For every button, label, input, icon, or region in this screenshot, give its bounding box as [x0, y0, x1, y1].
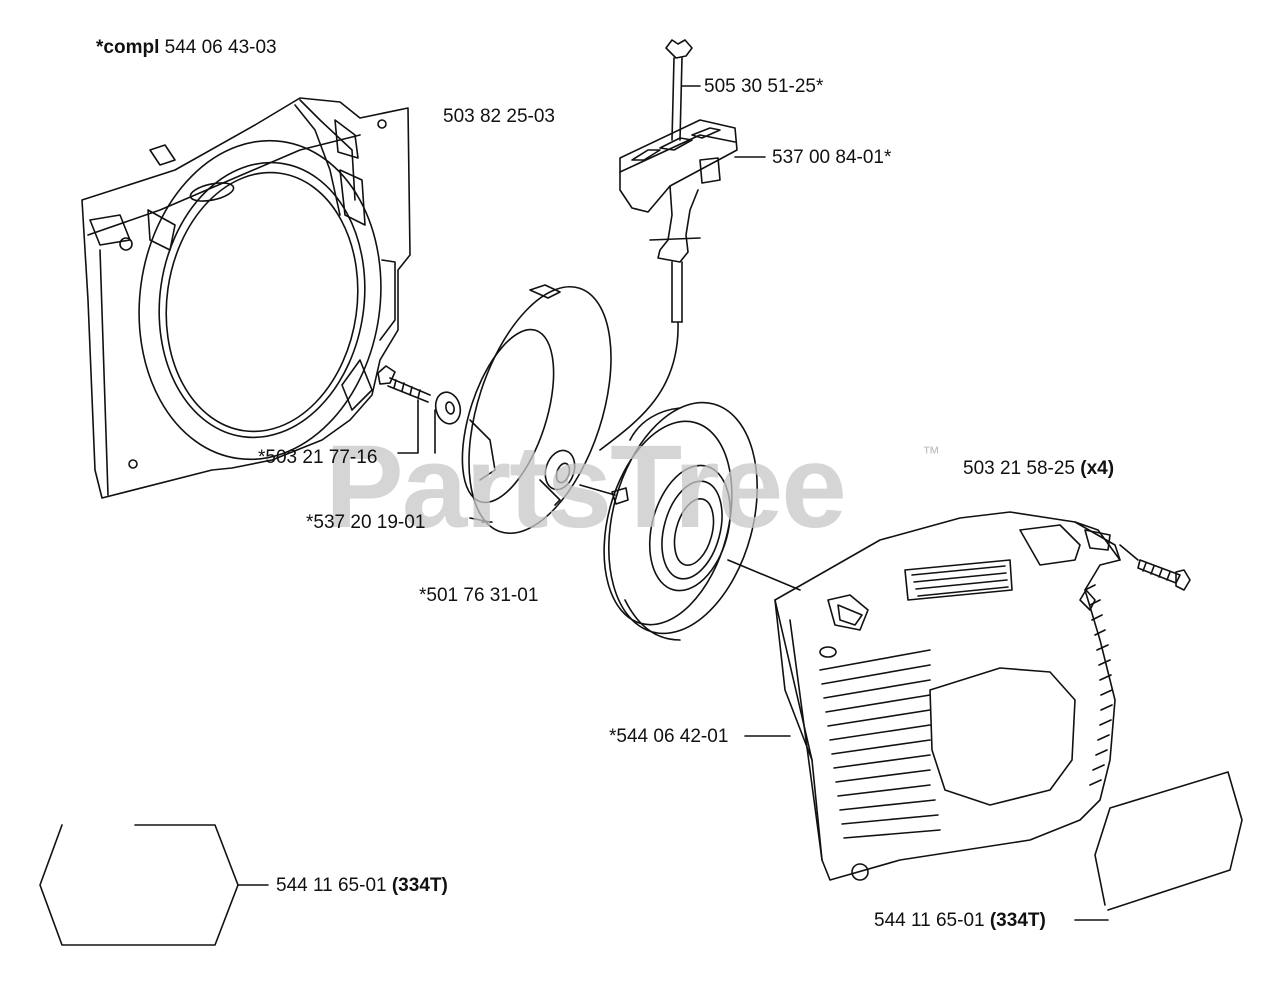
- starter-pulley-part: [461, 284, 612, 535]
- label-housing-screws-number: 503 21 58-25: [963, 458, 1075, 479]
- label-handle-knob: 505 30 51-25*: [704, 76, 824, 97]
- starter-housing-part: [774, 511, 1121, 881]
- label-decal-left-model: (334T): [391, 875, 448, 896]
- label-spring-cassette: *501 76 31-01: [419, 585, 539, 606]
- label-fan-housing: 503 82 25-03: [443, 106, 555, 127]
- label-decal-right: 544 11 65-01 (334T): [874, 911, 1046, 930]
- decal-right-part: [1074, 771, 1243, 921]
- label-decal-left-number: 544 11 65-01: [276, 875, 387, 896]
- decal-left-part: [39, 824, 269, 946]
- label-handle: 537 00 84-01*: [772, 147, 892, 168]
- label-housing-screws: 503 21 58-25 (x4): [963, 459, 1114, 478]
- label-compl-number: 544 06 43-03: [164, 37, 277, 58]
- label-starter-housing: *544 06 42-01: [609, 726, 729, 747]
- housing-screw-part: [1119, 544, 1191, 591]
- label-housing-screws-qty: (x4): [1080, 458, 1115, 479]
- starter-handle-part: [619, 39, 738, 323]
- label-pulley: *537 20 19-01: [306, 512, 426, 533]
- label-compl: *compl 544 06 43-03: [96, 38, 277, 57]
- starter-rope: [599, 321, 679, 451]
- label-decal-left: 544 11 65-01 (334T): [276, 876, 448, 895]
- label-screw: *503 21 77-16: [258, 447, 378, 468]
- leader-line-cassette: [727, 559, 801, 591]
- screw-washer-part: [377, 365, 462, 454]
- fan-housing-part: [81, 97, 411, 499]
- label-decal-right-model: (334T): [989, 910, 1046, 931]
- trademark-symbol: ™: [922, 443, 940, 463]
- watermark: PartsTree: [325, 421, 847, 553]
- label-decal-right-number: 544 11 65-01: [874, 910, 985, 931]
- label-compl-prefix: *compl: [96, 37, 160, 58]
- leader-line-pulley: [579, 484, 616, 496]
- spring-cassette-part: [603, 401, 758, 641]
